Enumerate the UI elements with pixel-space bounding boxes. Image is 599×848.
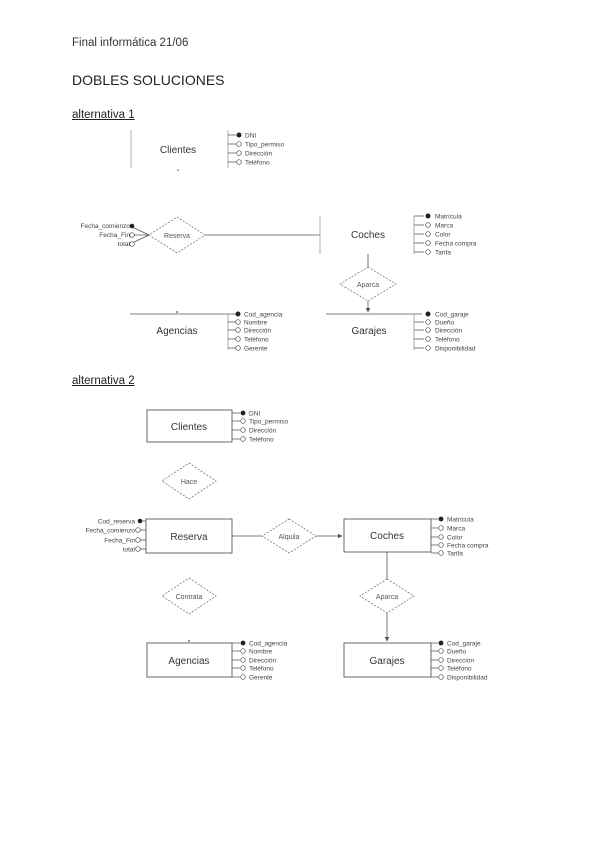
svg-text:DNI: DNI [249,411,260,418]
alternative-2-heading: alternativa 2 [72,375,135,387]
svg-text:Disponibilidad: Disponibilidad [447,675,488,682]
alt2-agencias-attrs: Cod_agencia Nombre Dirección Teléfono Ge… [240,641,288,682]
alt2-entity-agencias: Agencias [146,640,240,678]
alt1-aparca-label: Aparca [357,282,379,289]
svg-text:Dirección: Dirección [447,658,474,665]
svg-text:Cod_agencia: Cod_agencia [244,312,283,319]
alt1-relation-aparca: Aparca [339,254,397,313]
alt1-entity-agencias: Agencias [130,311,236,350]
svg-text:Tipo_permiso: Tipo_permiso [245,142,285,149]
alt2-entity-garajes: Garajes [343,642,438,678]
alt2-coches-attrs: Matrícula Marca Color Fecha compra Tarif… [438,517,489,558]
alt2-entity-reserva: Reserva [138,518,233,554]
svg-text:Gerente: Gerente [244,346,268,353]
alt1-relation-reserva: Reserva [129,216,320,254]
alt1-agencias-attrs: Cod_agencia Nombre Dirección Teléfono Ge… [235,311,283,353]
page-header: Final informática 21/06 [72,37,189,49]
svg-text:Dueño: Dueño [435,320,455,327]
alt1-agencias-label: Agencias [156,326,197,337]
svg-text:Gerente: Gerente [249,675,273,682]
alt1-garajes-attrs: Cod_garaje Dueño Dirección Teléfono Disp… [425,311,476,353]
alt2-reserva-attrs: Cod_reserva Fecha_comienzo Fecha_Fin tot… [86,519,143,554]
alt1-coches-attrs: Matrícula Marca Color Fecha compra Tarif… [425,213,477,257]
svg-text:Fecha_Fin: Fecha_Fin [104,538,135,545]
alt1-reserva-attrs: Fecha_comienzo Fecha_Fin total [81,223,135,248]
svg-text:Fecha_comienzo: Fecha_comienzo [86,528,136,535]
alt2-contrata-label: Contrata [176,594,203,601]
svg-text:Fecha_comienzo: Fecha_comienzo [81,223,131,230]
alt2-coches-label: Coches [370,531,404,542]
svg-text:Teléfono: Teléfono [245,160,270,167]
svg-text:Dirección: Dirección [244,328,271,335]
alt1-clientes-label: Clientes [160,145,196,156]
alt1-reserva-label: Reserva [164,233,190,240]
svg-text:Teléfono: Teléfono [249,437,274,444]
svg-text:Teléfono: Teléfono [249,666,274,673]
alternative-1-heading: alternativa 1 [72,109,135,121]
svg-text:Fecha_Fin: Fecha_Fin [99,232,130,239]
alt2-alquila-label: Alquila [278,534,299,541]
svg-text:DNI: DNI [245,133,256,140]
alt2-entity-coches: Coches [343,518,438,554]
svg-text:Dueño: Dueño [447,649,467,656]
alt2-clientes-attrs: DNI Tipo_permiso Dirección Teléfono [240,411,289,444]
svg-text:Tarifa: Tarifa [447,551,463,558]
alt2-garajes-attrs: Cod_garaje Dueño Dirección Teléfono Disp… [438,641,488,682]
alt2-garajes-label: Garajes [369,656,404,667]
svg-text:Marca: Marca [435,223,453,230]
svg-text:Teléfono: Teléfono [244,337,269,344]
svg-text:Cod_garaje: Cod_garaje [447,641,481,648]
alt1-entity-garajes: Garajes [326,313,424,350]
svg-text:Dirección: Dirección [249,658,276,665]
svg-text:Fecha compra: Fecha compra [435,241,477,248]
alt2-aparca-label: Aparca [376,594,398,601]
alt2-entity-clientes: Clientes [146,409,240,443]
svg-text:total: total [123,547,136,554]
alt2-clientes-label: Clientes [171,422,207,433]
svg-text:Color: Color [447,535,463,542]
svg-text:Dirección: Dirección [245,151,272,158]
svg-text:Dirección: Dirección [435,328,462,335]
alt2-relation-aparca: Aparca [359,552,415,642]
svg-text:total: total [118,241,131,248]
alt2-agencias-label: Agencias [168,656,209,667]
svg-text:Nombre: Nombre [244,320,268,327]
svg-text:Disponibilidad: Disponibilidad [435,346,476,353]
svg-text:Color: Color [435,232,451,239]
alt2-hace-label: Hace [181,479,197,486]
svg-text:Fecha compra: Fecha compra [447,543,489,550]
svg-text:Cod_reserva: Cod_reserva [98,519,136,526]
svg-text:Teléfono: Teléfono [435,337,460,344]
alt2-relation-alquila: Alquila [232,518,343,554]
svg-text:Tarifa: Tarifa [435,250,451,257]
svg-text:Nombre: Nombre [249,649,273,656]
alt2-relation-hace: Hace [161,462,217,500]
alt1-entity-coches: Coches [319,215,424,254]
alt1-clientes-attrs: DNI Tipo_permiso Dirección Teléfono [236,132,285,167]
svg-text:Cod_garaje: Cod_garaje [435,312,469,319]
alt2-diagram: Clientes DNI Tipo_permiso Dirección Telé… [86,409,489,682]
svg-text:Tipo_permiso: Tipo_permiso [249,419,289,426]
svg-text:Matrícula: Matrícula [435,214,462,221]
svg-text:Dirección: Dirección [249,428,276,435]
alt2-reserva-label: Reserva [170,532,208,543]
page-title: DOBLES SOLUCIONES [72,72,225,88]
alt1-entity-clientes: Clientes [130,130,236,171]
svg-text:Marca: Marca [447,526,465,533]
svg-text:Cod_agencia: Cod_agencia [249,641,288,648]
alt1-diagram: Clientes DNI Tipo_permiso Dirección Telé… [81,130,477,353]
alt1-garajes-label: Garajes [351,326,386,337]
svg-text:Matrícula: Matrícula [447,517,474,524]
alt1-coches-label: Coches [351,230,385,241]
svg-text:Teléfono: Teléfono [447,666,472,673]
alt2-relation-contrata: Contrata [161,577,217,615]
